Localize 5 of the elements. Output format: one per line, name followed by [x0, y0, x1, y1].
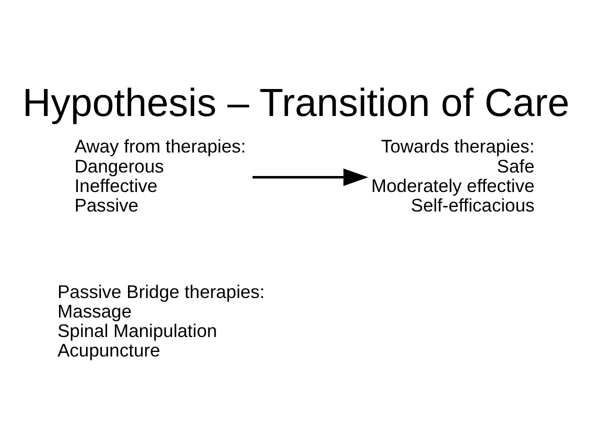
node-text: Passive Bridge therapies: Massage Spinal Manipulation Acupuncture: [57, 280, 265, 360]
node-text: Away from therapies: Dangerous Ineffective Passive: [74, 135, 246, 215]
node-text: Towards therapies: Safe Moderately effective Self-efficacious: [371, 135, 535, 215]
diagram-title: Hypothesis – Transition of Care: [22, 81, 570, 124]
arrow: [252, 168, 368, 186]
